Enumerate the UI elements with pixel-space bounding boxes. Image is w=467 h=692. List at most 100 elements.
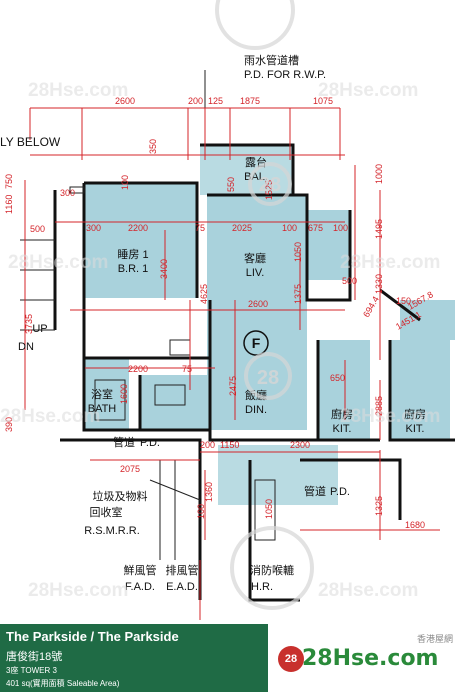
pd-en: P.D. bbox=[140, 437, 160, 449]
dim-label: 1495 bbox=[374, 219, 384, 239]
dim-label: 1050 bbox=[264, 499, 274, 519]
note-en: P.D. FOR R.W.P. bbox=[244, 69, 326, 81]
floor-plan: 2600 200 125 1875 1075 300 2200 75 2025 … bbox=[0, 0, 455, 620]
fad-cn: 鮮風管 bbox=[124, 563, 157, 577]
room-bath-en: BATH bbox=[88, 403, 117, 415]
dim-label: 100 bbox=[333, 223, 348, 233]
room-labels: 睡房 1 B.R. 1 客廳 LIV. 露台 BAL. 飯廳 DIN. 浴室 B… bbox=[18, 155, 426, 593]
brand-box[interactable]: 香港屋網 28 28Hse.com bbox=[268, 624, 467, 692]
dim-label: 1330 bbox=[374, 274, 384, 294]
watermark-text: 28Hse.com bbox=[340, 406, 440, 427]
area-label: 401 sq(實用面積 Saleable Area) bbox=[6, 679, 120, 688]
pd2-en: P.D. bbox=[330, 486, 350, 498]
ead-cn: 排風管 bbox=[166, 563, 199, 577]
brand-logo-icon: 28 bbox=[278, 646, 304, 672]
dim-label: 2600 bbox=[115, 96, 135, 106]
dimension-lines bbox=[24, 107, 440, 620]
dim-label: 1050 bbox=[293, 242, 303, 262]
dim-label: 350 bbox=[148, 139, 158, 154]
watermark-text: 28Hse.com bbox=[0, 406, 100, 427]
estate-title: The Parkside / The Parkside bbox=[6, 629, 179, 644]
dim-label: 1325 bbox=[374, 496, 384, 516]
dim-label: 694.4 bbox=[361, 294, 381, 319]
watermark-text: 28Hse.com bbox=[28, 580, 128, 601]
dim-label: 3735 bbox=[24, 314, 34, 334]
pd2-cn: 管道 bbox=[304, 484, 326, 498]
rsmrr-cn1: 垃圾及物料 bbox=[93, 489, 148, 503]
estate-address: 唐俊街18號 bbox=[6, 651, 63, 663]
dim-label: 1160 bbox=[4, 195, 14, 214]
room-bath-cn: 浴室 bbox=[91, 387, 113, 401]
watermark-text: 28Hse.com bbox=[8, 252, 108, 273]
listing-footer: The Parkside / The Parkside 唐俊街18號 3座 TO… bbox=[0, 624, 467, 692]
room-living-en: LIV. bbox=[246, 267, 265, 279]
dim-label: 100 bbox=[120, 175, 130, 190]
dim-label: 650 bbox=[330, 373, 345, 383]
brand-cn: 香港屋網 bbox=[416, 634, 453, 644]
dim-label: 2600 bbox=[248, 299, 268, 309]
room-bedroom-en: B.R. 1 bbox=[118, 263, 149, 275]
dim-label: 200 bbox=[200, 440, 215, 450]
dim-label: 2200 bbox=[128, 223, 148, 233]
dim-label: 2200 bbox=[128, 364, 148, 374]
hr-en: H.R. bbox=[251, 581, 273, 593]
room-kit2-cn: 廚房 bbox=[404, 407, 426, 421]
dim-label: 4625 bbox=[199, 284, 209, 304]
dim-label: 2475 bbox=[228, 376, 238, 396]
room-kit-cn: 廚房 bbox=[331, 407, 353, 421]
dim-label: 390 bbox=[4, 417, 14, 432]
dim-label: 1680 bbox=[405, 520, 425, 530]
dim-label: 2300 bbox=[290, 440, 310, 450]
room-kit2-en: KIT. bbox=[406, 423, 425, 435]
room-kit-en: KIT. bbox=[333, 423, 352, 435]
watermark-text: 28Hse.com bbox=[318, 80, 418, 101]
stair-up: UP bbox=[32, 323, 47, 335]
room-fills bbox=[84, 145, 455, 505]
label-ly-below: LY BELOW bbox=[0, 135, 61, 149]
dim-label: 675 bbox=[308, 223, 323, 233]
dim-label: 500 bbox=[30, 224, 45, 234]
dim-label: 500 bbox=[342, 276, 357, 286]
watermark-circle-label: 28 bbox=[257, 367, 279, 389]
dim-label: 100 bbox=[196, 504, 206, 519]
rsmrr-cn2: 回收室 bbox=[90, 505, 123, 519]
watermark-circle-label: 28 bbox=[259, 174, 281, 196]
dim-label: 3400 bbox=[159, 259, 169, 279]
dim-label: 1360 bbox=[204, 482, 214, 502]
dim-label: 2075 bbox=[120, 464, 140, 474]
dim-label: 1075 bbox=[313, 96, 333, 106]
ead-en: E.A.D. bbox=[166, 581, 198, 593]
stair-dn: DN bbox=[18, 341, 34, 353]
dim-label: 1875 bbox=[240, 96, 260, 106]
dim-label: 75 bbox=[182, 364, 192, 374]
room-bedroom-cn: 睡房 1 bbox=[117, 248, 148, 261]
hr-cn: 消防喉轆 bbox=[250, 563, 294, 577]
tower-label: 3座 TOWER 3 bbox=[6, 666, 57, 675]
pd-rwp-note: 雨水管道槽 P.D. FOR R.W.P. bbox=[244, 53, 326, 81]
flat-marker: F bbox=[243, 330, 269, 356]
watermark-text: 28Hse.com bbox=[318, 580, 418, 601]
dim-label: 1525 bbox=[264, 180, 274, 200]
dim-label: 2885 bbox=[374, 396, 384, 416]
dim-label: 1600 bbox=[119, 384, 129, 404]
fad-en: F.A.D. bbox=[125, 581, 155, 593]
watermark-text: 28Hse.com bbox=[28, 80, 128, 101]
dim-label: 750 bbox=[4, 174, 14, 189]
dim-label: 200 bbox=[188, 96, 203, 106]
watermark-circle-text: 28 28 bbox=[257, 174, 281, 389]
dim-label: 2025 bbox=[232, 223, 252, 233]
room-dining-en: DIN. bbox=[245, 404, 267, 416]
dim-label: 1000 bbox=[374, 164, 384, 184]
dim-label: 75 bbox=[195, 223, 205, 233]
dim-label: 550 bbox=[226, 177, 236, 192]
watermark-circles bbox=[215, 0, 314, 610]
flat-letter: F bbox=[252, 335, 261, 351]
thin-lines bbox=[20, 70, 276, 560]
dim-label: 125 bbox=[208, 96, 223, 106]
brand-logo: 28Hse.com bbox=[302, 646, 439, 671]
pd-cn: 管道 bbox=[113, 435, 135, 449]
dim-label: 300 bbox=[86, 223, 101, 233]
note-cn: 雨水管道槽 bbox=[244, 53, 299, 67]
watermark-text: 28Hse.com bbox=[340, 252, 440, 273]
dim-label: 150 bbox=[396, 296, 411, 306]
